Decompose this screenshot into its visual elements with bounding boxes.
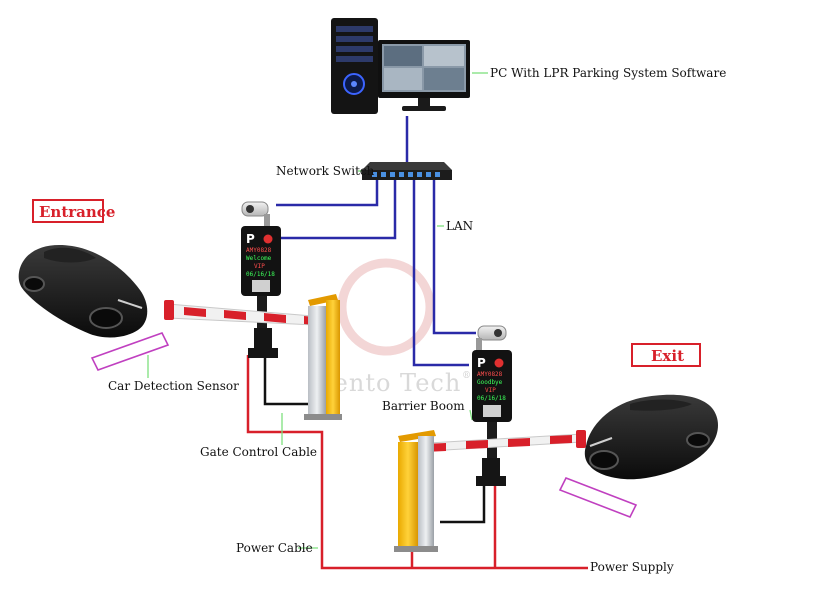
entrance-loop-detector <box>248 328 278 358</box>
power-supply-label: Power Supply <box>590 560 674 574</box>
entrance-label: Entrance <box>39 203 115 221</box>
pc-label: PC With LPR Parking System Software <box>490 66 726 80</box>
exit-gate-control-line <box>440 484 486 524</box>
exit-car <box>584 394 718 480</box>
exit-barrier-boom <box>411 430 586 453</box>
lan-label: LAN <box>446 219 473 233</box>
pc-tower <box>331 18 378 114</box>
entrance-power-line <box>246 355 588 570</box>
gate-cable-label: Gate Control Cable <box>200 445 317 459</box>
power-cable-label: Power Cable <box>236 541 313 555</box>
entrance-lpr-camera <box>241 201 270 226</box>
power-lines <box>246 355 588 570</box>
network-lines <box>276 116 476 367</box>
entrance-display-unit: P AMY0828 Welcome VIP 06/16/18 <box>241 226 281 296</box>
pc-workstation <box>331 18 470 114</box>
exit-display-unit: P AMY0828 Goodbye VIP 06/16/18 <box>472 350 512 422</box>
entrance-welcome-text: Welcome <box>246 255 272 262</box>
switch-to-entrance-camera-line <box>276 180 379 207</box>
entrance-detection-sensor <box>90 332 170 371</box>
entrance-plate-text: AMY0828 <box>246 247 272 254</box>
exit-date-text: 06/16/18 <box>477 395 506 402</box>
entrance-gate-control-line <box>263 358 308 406</box>
exit-zone-badge: Exit <box>631 343 701 367</box>
barrier-label: Barrier Boom <box>382 399 465 413</box>
exit-lpr-camera <box>476 325 507 350</box>
exit-p-sign: P <box>477 356 486 370</box>
watermark-seal <box>337 258 435 356</box>
entrance-vip-text: VIP <box>254 263 265 270</box>
watermark: Zento Tech ® <box>316 258 471 397</box>
exit-goodbye-text: Goodbye <box>477 379 503 386</box>
switch-label: Network Switch <box>276 164 375 178</box>
switch-to-exit-display-line <box>412 180 469 367</box>
pointer-lines <box>147 72 488 549</box>
watermark-mark: ® <box>462 371 471 381</box>
sensor-label: Car Detection Sensor <box>108 379 239 393</box>
entrance-p-sign: P <box>246 232 255 246</box>
switch-to-entrance-display-line <box>281 180 397 240</box>
watermark-text: Zento Tech <box>316 369 461 397</box>
exit-plate-text: AMY0828 <box>477 371 503 378</box>
control-lines <box>263 358 486 524</box>
exit-detection-sensor <box>558 476 638 519</box>
entrance-date-text: 06/16/18 <box>246 271 275 278</box>
exit-vip-text: VIP <box>485 387 496 394</box>
barrier-pointer <box>469 409 473 421</box>
entrance-zone-badge: Entrance <box>32 199 115 223</box>
exit-label: Exit <box>651 347 684 365</box>
switch-to-exit-camera-line <box>432 180 476 335</box>
exit-barrier-cabinet <box>394 430 438 552</box>
entrance-car <box>18 244 148 338</box>
entrance-barrier-cabinet <box>304 294 342 420</box>
network-switch <box>362 162 452 180</box>
exit-loop-detector <box>476 458 506 486</box>
